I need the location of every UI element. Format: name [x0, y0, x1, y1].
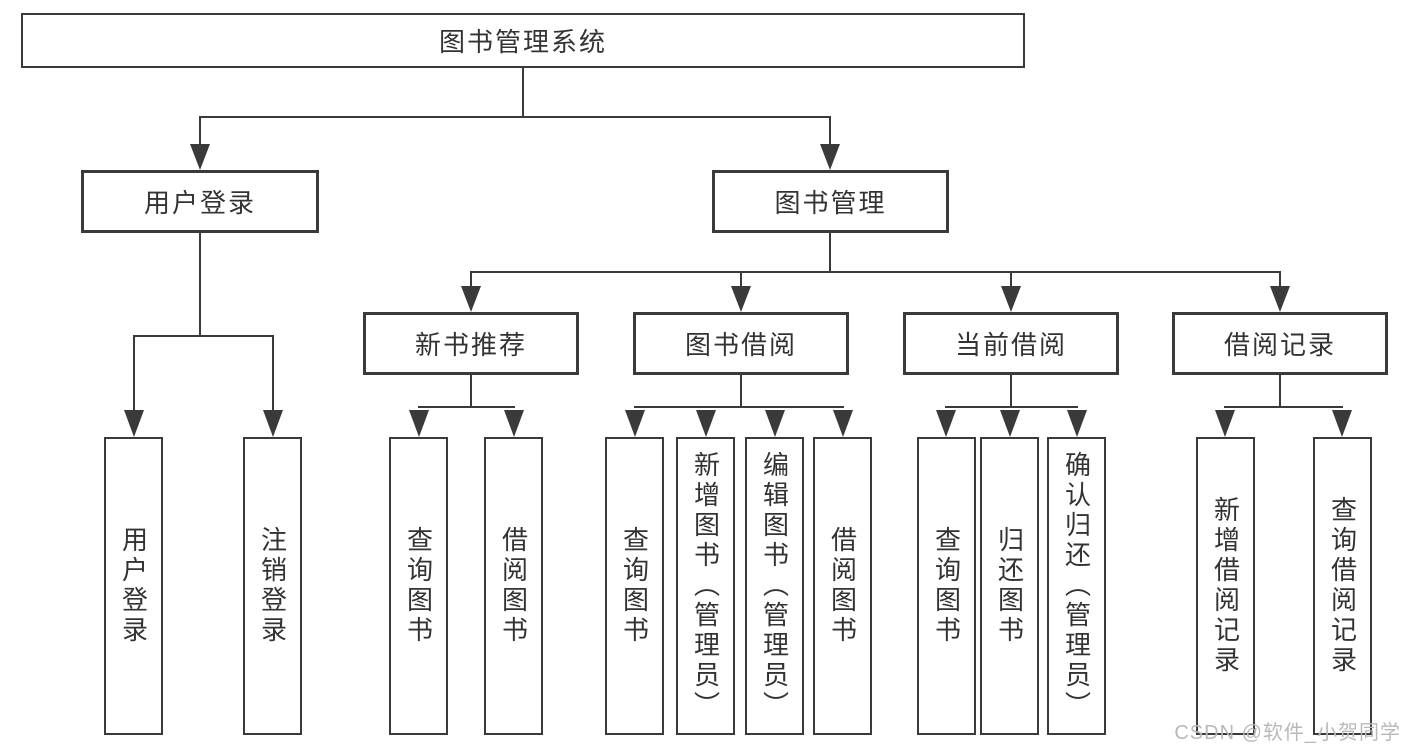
arrowhead-down: [504, 410, 524, 437]
arrowhead-down: [461, 286, 481, 312]
node-label: 确认归还（管理员）: [1061, 451, 1092, 721]
connector-borrowing-records-to-leaves: [1215, 375, 1352, 437]
node-library-management-system: 图书管理系统: [21, 13, 1025, 68]
connector-root-to-level2: [190, 68, 840, 170]
node-new-book-recommendation: 新书推荐: [363, 312, 579, 375]
arrowhead-down: [833, 410, 853, 437]
connector-user-login-to-leaves: [124, 233, 283, 437]
node-label: 图书管理系统: [438, 27, 607, 57]
arrowhead-down: [1001, 286, 1021, 312]
arrowhead-down: [731, 286, 751, 312]
node-book-borrowing: 图书借阅: [633, 312, 849, 375]
leaf-query-books-recommend: 查询图书: [389, 437, 448, 735]
leaf-query-books-current: 查询图书: [917, 437, 976, 735]
arrowhead-down: [124, 410, 144, 437]
leaf-user-login: 用户登录: [104, 437, 163, 735]
node-label: 图书管理: [774, 188, 887, 218]
node-label: 图书借阅: [684, 330, 797, 360]
arrowhead-down: [1000, 410, 1020, 437]
arrowhead-down: [409, 410, 429, 437]
connector-new-book-recommendation-to-leaves: [409, 375, 524, 437]
node-label: 新增图书（管理员）: [690, 451, 721, 721]
node-label: 当前借阅: [954, 330, 1067, 360]
connector-current-borrowing-to-leaves: [936, 375, 1087, 437]
node-label: 注销登录: [257, 526, 288, 646]
arrowhead-down: [1270, 286, 1290, 312]
arrowhead-down: [936, 410, 956, 437]
arrowhead-down: [1332, 410, 1352, 437]
node-label: 查询图书: [403, 526, 434, 646]
arrowhead-down: [625, 410, 645, 437]
node-current-borrowing: 当前借阅: [903, 312, 1119, 375]
leaf-return-books: 归还图书: [980, 437, 1039, 735]
node-label: 查询图书: [619, 526, 650, 646]
leaf-borrow-books-recommend: 借阅图书: [484, 437, 543, 735]
arrowhead-down: [190, 144, 210, 170]
leaf-borrow-books: 借阅图书: [813, 437, 872, 735]
node-label: 用户登录: [118, 526, 149, 646]
leaf-confirm-return-admin: 确认归还（管理员）: [1047, 437, 1106, 735]
node-label: 借阅图书: [498, 526, 529, 646]
arrowhead-down: [263, 410, 283, 437]
node-label: 编辑图书（管理员）: [759, 451, 790, 721]
leaf-query-books-borrowing: 查询图书: [605, 437, 664, 735]
arrowhead-down: [1215, 410, 1235, 437]
node-label: 借阅记录: [1223, 330, 1336, 360]
arrowhead-down: [765, 410, 785, 437]
node-label: 用户登录: [143, 188, 256, 218]
node-label: 归还图书: [994, 526, 1025, 646]
node-label: 新书推荐: [414, 330, 527, 360]
node-label: 借阅图书: [827, 526, 858, 646]
arrowhead-down: [696, 410, 716, 437]
watermark: CSDN @软件_小贺同学: [1174, 722, 1401, 744]
connector-book-management-to-level3: [461, 233, 1290, 312]
leaf-edit-books-admin: 编辑图书（管理员）: [745, 437, 804, 735]
arrowhead-down: [820, 144, 840, 170]
node-label: 查询图书: [931, 526, 962, 646]
connector-book-borrowing-to-leaves: [625, 375, 853, 437]
node-label: 新增借阅记录: [1210, 496, 1241, 676]
node-book-management: 图书管理: [712, 170, 949, 233]
leaf-add-borrow-record: 新增借阅记录: [1196, 437, 1255, 735]
leaf-add-books-admin: 新增图书（管理员）: [676, 437, 735, 735]
node-label: 查询借阅记录: [1327, 496, 1358, 676]
leaf-query-borrow-record: 查询借阅记录: [1313, 437, 1372, 735]
arrowhead-down: [1067, 410, 1087, 437]
node-borrowing-records: 借阅记录: [1172, 312, 1388, 375]
leaf-logout: 注销登录: [243, 437, 302, 735]
node-user-login: 用户登录: [81, 170, 319, 233]
